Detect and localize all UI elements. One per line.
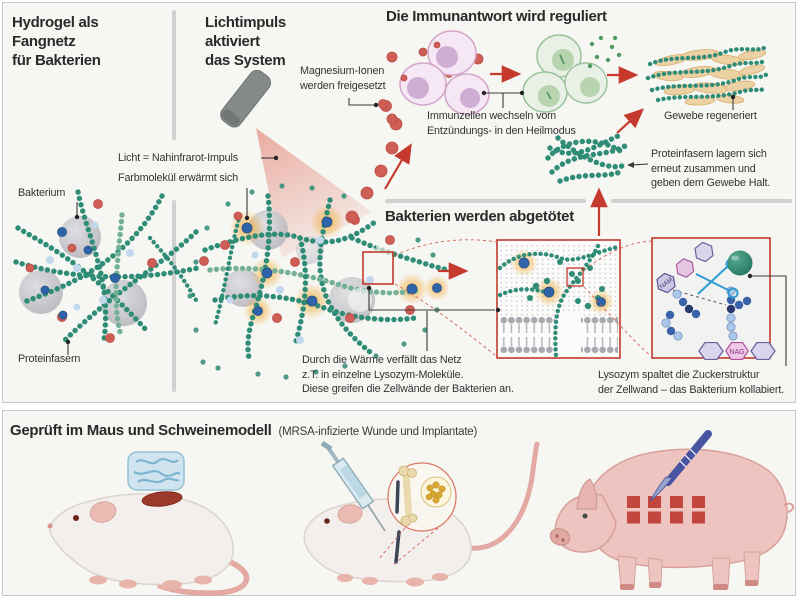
divider-vertical-top — [172, 10, 176, 140]
validation-title: Geprüft im Maus und Schweinemodell (MRSA… — [10, 421, 477, 440]
label-proteinfasern: Proteinfasern — [18, 353, 81, 365]
label-immune-switch: Immunzellen wechseln vom Entzündungs- in… — [427, 110, 576, 137]
divider-horizontal-left — [385, 199, 586, 203]
validation-title-main: Geprüft im Maus und Schweinemodell — [10, 422, 272, 439]
label-bacterium: Bakterium — [18, 187, 66, 199]
label-light: Licht = Nahinfrarot-Impuls — [118, 152, 239, 164]
label-fibers-regroup: Proteinfasern lagern sich erneut zusamme… — [651, 148, 771, 190]
divider-vertical-bottom — [172, 200, 176, 392]
label-magnesium: Magnesium-Ionen werden freigesetzt — [300, 65, 386, 92]
divider-horizontal-right — [611, 199, 792, 203]
validation-title-sub: (MRSA-infizierte Wunde und Implantate) — [278, 426, 478, 438]
label-dye: Farbmolekül erwärmt sich — [118, 172, 238, 184]
section4-title: Bakterien werden abgetötet — [385, 208, 574, 225]
section3-title: Die Immunantwort wird reguliert — [386, 8, 607, 25]
caption-heat-lysozyme: Durch die Wärme verfällt das Netz z.T. i… — [302, 354, 514, 396]
section2-title: Lichtimpuls aktiviert das System — [205, 14, 286, 70]
label-tissue-regenerated: Gewebe regeneriert — [664, 110, 757, 122]
section1-title: Hydrogel als Fangnetz für Bakterien — [12, 14, 101, 70]
caption-lysozyme-cleaves: Lysozym spaltet die Zuckerstruktur der Z… — [598, 369, 785, 396]
